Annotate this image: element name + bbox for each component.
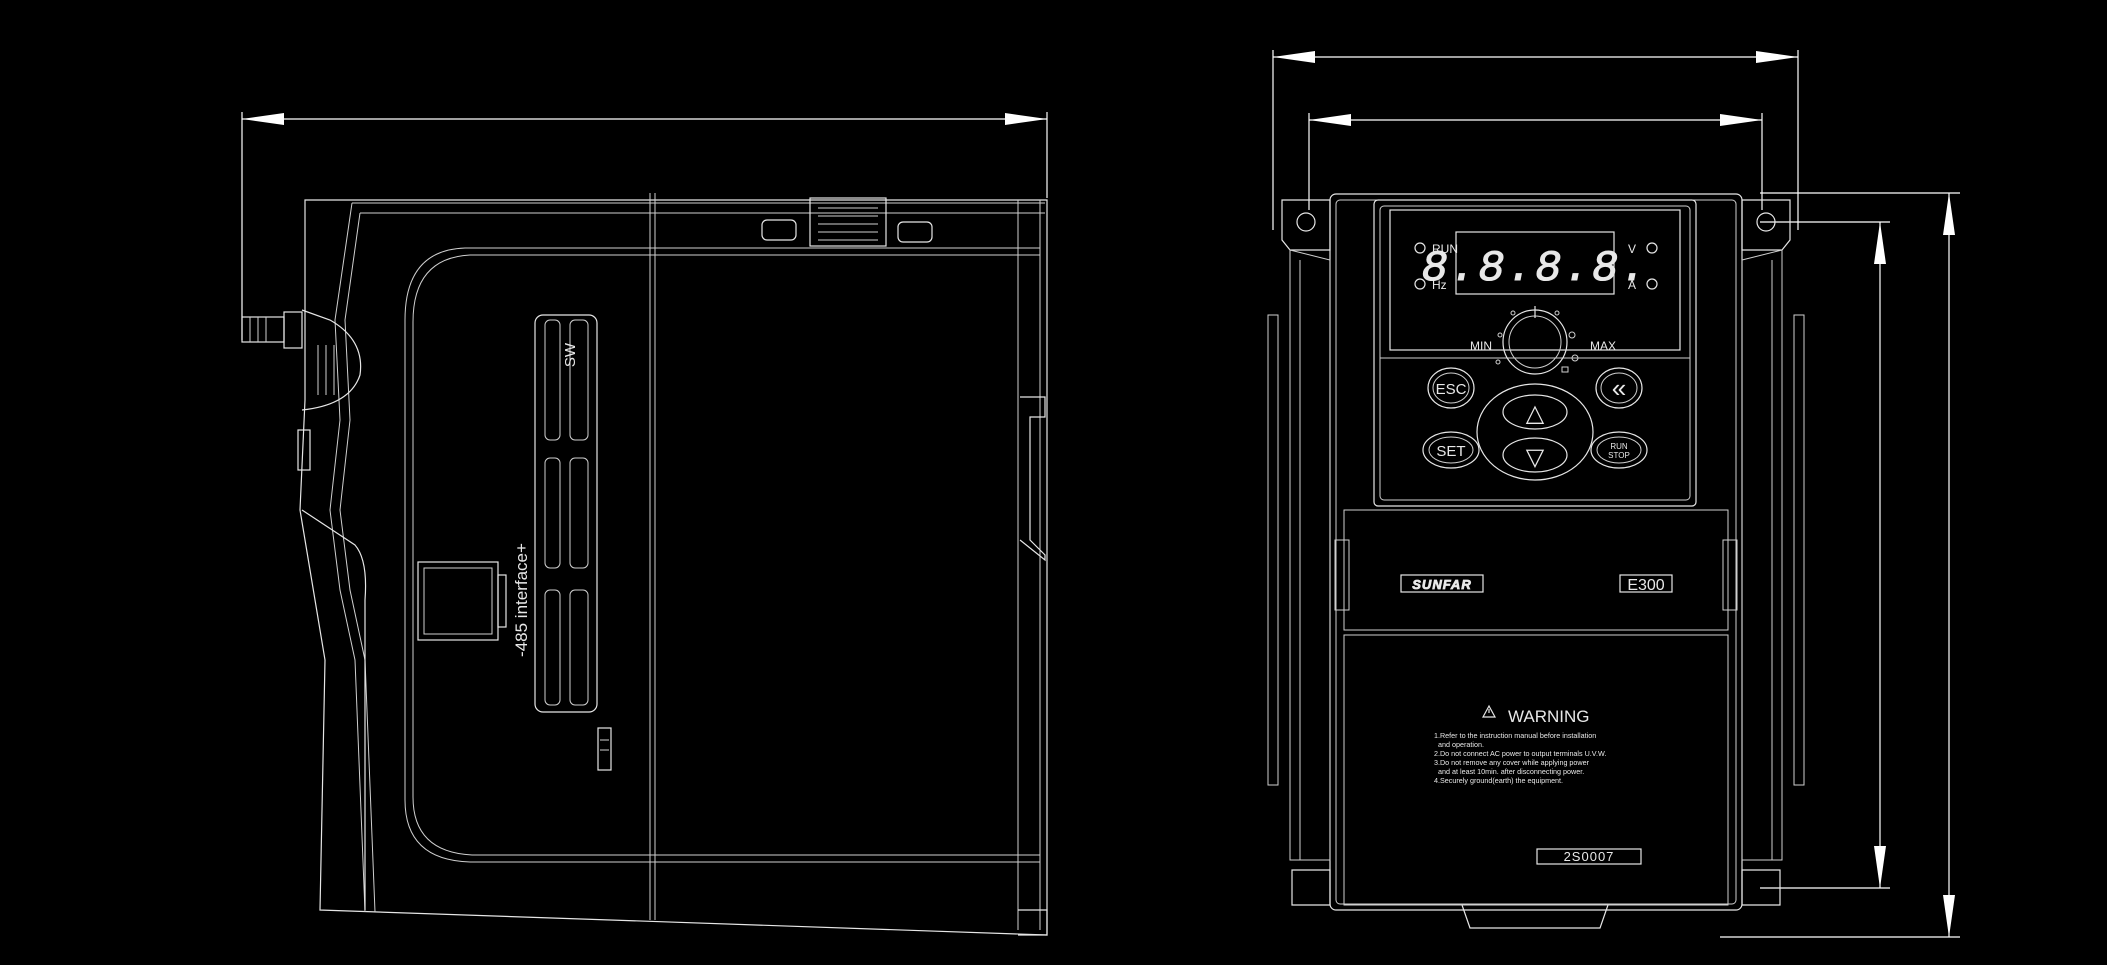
warning-line-2: and operation. (1434, 740, 1484, 749)
warning-label: WARNING 1.Refer to the instruction manua… (1434, 704, 1606, 785)
small-connector (597, 727, 612, 771)
side-view: SW -485 interface+ (241, 112, 1048, 936)
warning-line-6: 4.Securely ground(earth) the equipment. (1434, 776, 1563, 785)
shift-button[interactable] (1595, 367, 1643, 409)
warning-title: WARNING (1508, 707, 1590, 726)
side-width-dimension (241, 112, 1048, 340)
rs485-port[interactable] (417, 561, 507, 641)
a-led-icon (1646, 278, 1658, 290)
side-face-panel (404, 247, 1040, 863)
knob-max-label: MAX (1590, 339, 1616, 353)
v-led-icon (1646, 242, 1658, 254)
hz-led-icon (1414, 278, 1426, 290)
updown-keypad (1476, 383, 1594, 481)
side-housing (299, 193, 1048, 936)
switch-label: SW (562, 342, 579, 367)
hz-led-label: Hz (1432, 278, 1447, 292)
nameplate-band (1343, 509, 1729, 631)
run-stop-button[interactable] (1590, 431, 1648, 469)
front-dimensions (1272, 50, 1960, 938)
up-button-label: △ (1526, 400, 1545, 427)
warning-line-4: 3.Do not remove any cover while applying… (1434, 758, 1590, 767)
keypad-panel (1373, 199, 1697, 507)
set-button-label: SET (1436, 443, 1465, 460)
potentiometer-knob[interactable] (1495, 306, 1579, 375)
run-led-label: RUN (1432, 242, 1458, 256)
esc-button[interactable] (1427, 367, 1475, 409)
run-stop-label-run: RUN (1610, 442, 1628, 451)
a-led-label: A (1628, 278, 1636, 292)
display-digits: 8.8.8.8. (1421, 244, 1648, 294)
run-led-icon (1414, 242, 1426, 254)
down-button-label: ▽ (1526, 444, 1545, 471)
slot-panel: SW (534, 314, 598, 713)
v-led-label: V (1628, 242, 1636, 256)
lower-cover (1343, 634, 1729, 929)
front-view: 8.8.8.8. RUN Hz V A MIN MAX (1267, 50, 1960, 938)
set-button[interactable] (1422, 431, 1480, 469)
top-vents (761, 197, 933, 247)
led-display: 8.8.8.8. RUN Hz V A (1414, 231, 1658, 295)
knob-min-label: MIN (1470, 339, 1492, 353)
mounting-ears (1281, 199, 1791, 906)
front-housing (1267, 193, 1805, 911)
down-button[interactable] (1502, 437, 1568, 473)
warning-line-1: 1.Refer to the instruction manual before… (1434, 731, 1596, 740)
lower-flange (301, 509, 367, 910)
up-button[interactable] (1502, 394, 1568, 430)
run-stop-label-stop: STOP (1608, 451, 1630, 460)
esc-button-label: ESC (1436, 381, 1467, 398)
terminal-plug (241, 309, 362, 471)
rs485-port-label: -485 interface+ (512, 543, 531, 657)
serial-plate (1536, 848, 1642, 865)
warning-triangle-icon (1481, 704, 1497, 718)
serial-number: 2S0007 (1564, 849, 1615, 864)
shift-button-label: « (1612, 373, 1626, 403)
warning-line-5: and at least 10min. after disconnecting … (1434, 767, 1584, 776)
model-label: E300 (1627, 577, 1664, 594)
warning-line-3: 2.Do not connect AC power to output term… (1434, 749, 1606, 758)
brand-logo: SUNFAR (1412, 577, 1471, 592)
